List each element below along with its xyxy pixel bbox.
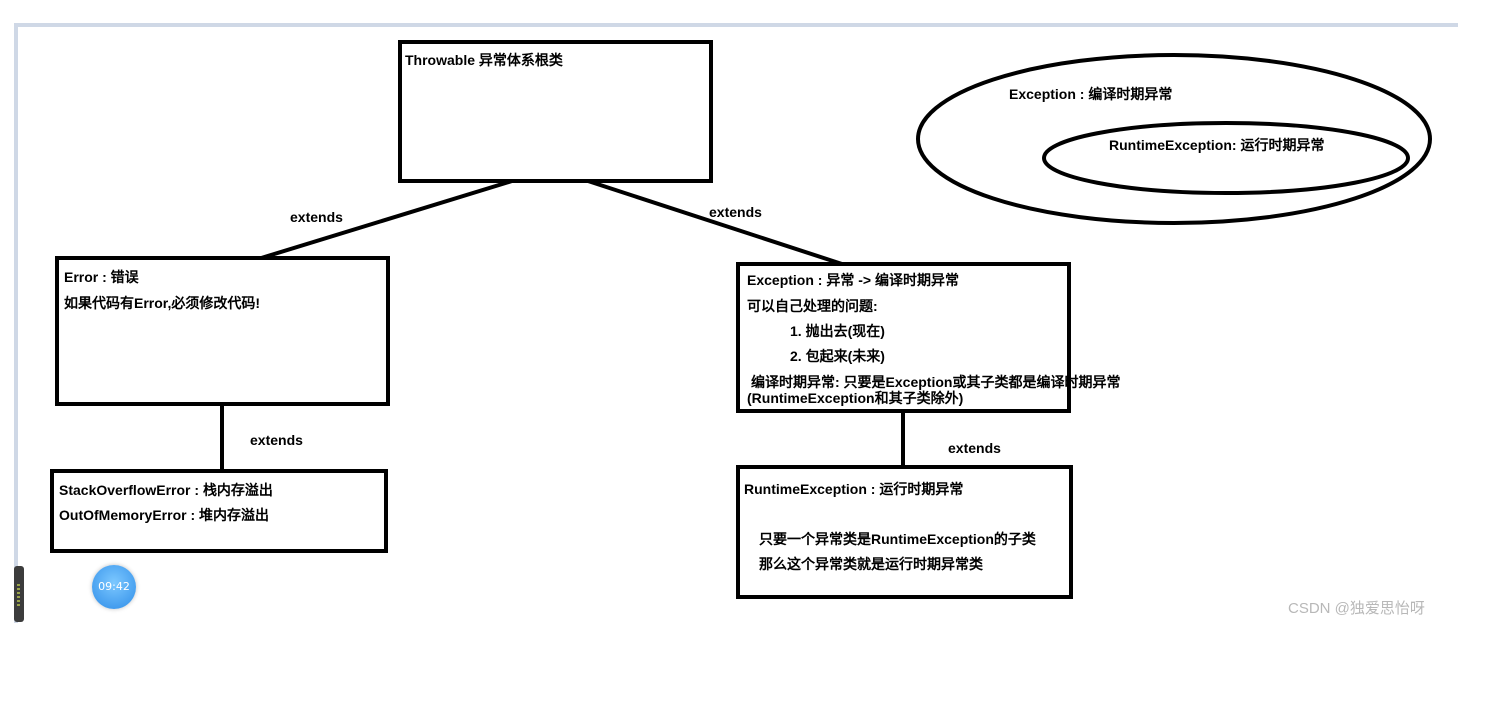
venn-outer-label: Exception : 编译时期异常 — [1009, 86, 1173, 102]
node-exception-line: 可以自己处理的问题: — [747, 298, 878, 314]
node-exception-line: 编译时期异常: 只要是Exception或其子类都是编译时期异常 — [751, 374, 1121, 390]
node-throwable-title: Throwable 异常体系根类 — [405, 52, 563, 68]
node-error-subclasses[interactable] — [50, 469, 388, 553]
edge-label-extends: extends — [709, 204, 762, 220]
watermark: CSDN @独爱思怡呀 — [1288, 600, 1425, 617]
venn-inner-ellipse — [1042, 121, 1410, 195]
venn-outer-ellipse — [916, 53, 1432, 225]
edge-throwable-exception — [587, 179, 843, 266]
node-runtime-line: 那么这个异常类就是运行时期异常类 — [759, 556, 983, 572]
node-exception-line: 2. 包起来(未来) — [790, 348, 885, 364]
node-error-line: 如果代码有Error,必须修改代码! — [64, 295, 261, 311]
node-throwable[interactable] — [398, 40, 713, 183]
clock-badge[interactable]: 09:42 — [92, 565, 136, 609]
node-error[interactable] — [55, 256, 390, 406]
grip-icon — [17, 584, 20, 606]
side-drag-handle[interactable] — [14, 566, 24, 622]
node-exception-title: Exception : 异常 -> 编译时期异常 — [747, 272, 959, 288]
venn-inner-label: RuntimeException: 运行时期异常 — [1109, 137, 1325, 153]
node-runtime-title: RuntimeException : 运行时期异常 — [744, 481, 964, 497]
canvas-left-border — [14, 23, 18, 623]
node-error-subclass-line: StackOverflowError : 栈内存溢出 — [59, 482, 273, 498]
node-exception-line: 1. 抛出去(现在) — [790, 323, 885, 339]
canvas-top-border — [14, 23, 1458, 27]
edge-label-extends: extends — [290, 209, 343, 225]
node-exception-line: (RuntimeException和其子类除外) — [747, 390, 964, 406]
node-error-title: Error : 错误 — [64, 269, 139, 285]
node-error-subclass-line: OutOfMemoryError : 堆内存溢出 — [59, 507, 270, 523]
node-runtime-line: 只要一个异常类是RuntimeException的子类 — [759, 531, 1036, 547]
edge-label-extends: extends — [948, 440, 1001, 456]
node-exception[interactable] — [736, 262, 1071, 413]
edge-throwable-error — [257, 179, 513, 261]
edge-label-extends: extends — [250, 432, 303, 448]
node-runtime-exception[interactable] — [736, 465, 1073, 599]
